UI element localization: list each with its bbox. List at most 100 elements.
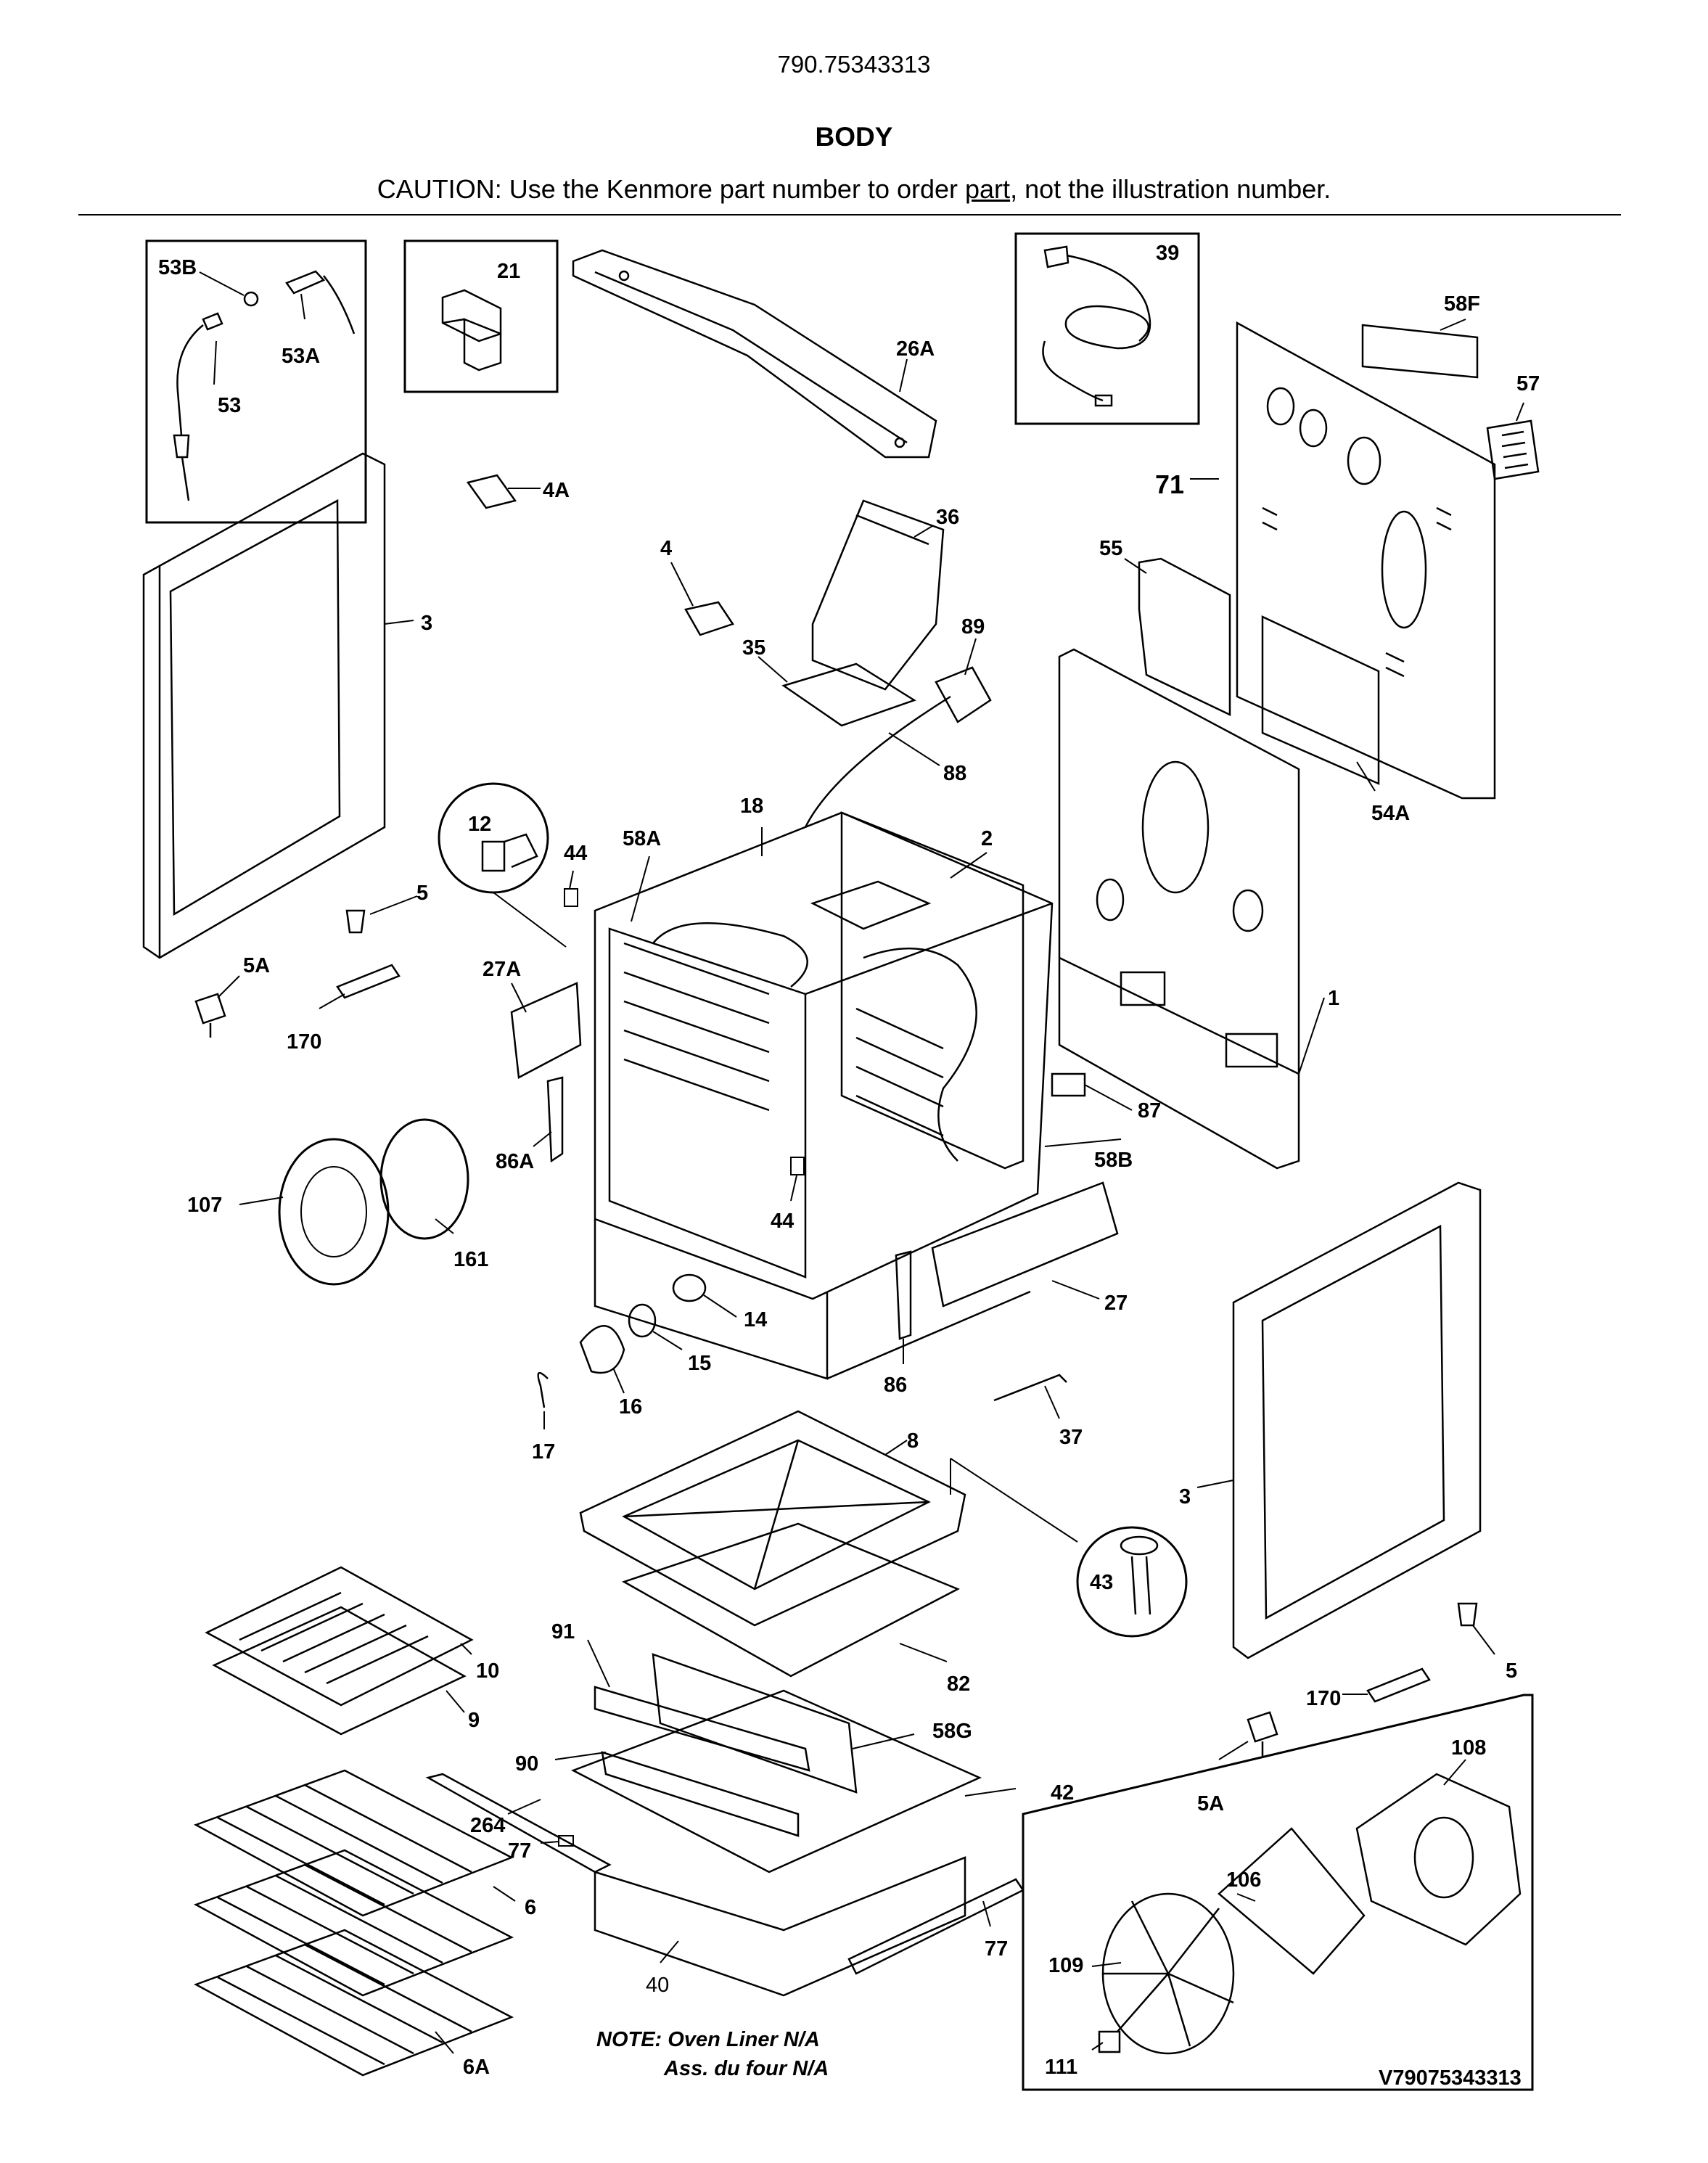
caution-suffix: , not the illustration number. [1010,174,1331,204]
label-44-top: 44 [564,842,587,865]
label-77-left: 77 [508,1839,531,1863]
sensor-12-drawing [481,833,538,872]
label-54A: 54A [1371,802,1410,825]
label-86A: 86A [496,1150,534,1173]
label-108: 108 [1451,1736,1486,1760]
label-15: 15 [688,1352,711,1375]
label-3-right: 3 [1179,1485,1191,1509]
bulb-15 [628,1303,657,1338]
bracket-89-drawing [935,666,992,723]
label-57: 57 [1516,372,1540,395]
door-frame-right-drawing [1232,1181,1482,1659]
label-9: 9 [468,1709,480,1732]
broiler-pan-drawing [205,1566,474,1736]
label-6A: 6A [463,2056,490,2079]
clip-44-top [564,888,578,907]
label-161: 161 [453,1248,488,1271]
label-53B: 53B [158,256,197,279]
label-8: 8 [907,1429,919,1453]
vent-cover-57-drawing [1486,419,1540,480]
callout-circle-12 [438,782,549,894]
plate-35-drawing [781,662,916,727]
label-14: 14 [744,1308,767,1331]
inset-box-switch [403,239,559,393]
bracket-86-drawing [895,1250,912,1340]
oven-racks-drawing [193,1769,514,2077]
lens-16 [579,1325,625,1374]
label-170-right: 170 [1306,1687,1341,1710]
fan-cover-107 [278,1138,390,1286]
bracket-4-drawing [684,601,734,636]
rail-77-right-drawing [847,1878,1025,1975]
label-6: 6 [525,1896,536,1919]
cover-82-drawing [621,1522,960,1678]
caution-prefix: CAUTION: Use the Kenmore part number to … [377,174,966,204]
wire-88-drawing [804,695,951,828]
caution-text: CAUTION: Use the Kenmore part number to … [0,174,1708,205]
diagram-code: V79075343313 [1379,2066,1522,2090]
label-106: 106 [1226,1868,1261,1892]
selector-switch-drawing [441,289,502,372]
block-87 [1051,1072,1086,1097]
probe-drawing [173,270,356,501]
label-18: 18 [740,795,763,818]
rail-91-drawing [594,1686,810,1772]
label-53A: 53A [282,345,320,368]
insulation-58G-drawing [652,1653,858,1794]
label-36: 36 [936,506,959,529]
label-87: 87 [1138,1099,1161,1122]
oven-body-drawing [594,811,1054,1380]
oven-bottom-8-drawing [579,1410,966,1627]
leveler-5-left [345,909,366,934]
label-5A-right: 5A [1197,1792,1224,1815]
label-27A: 27A [483,958,521,981]
back-panel-71-drawing [1236,321,1496,800]
leveler-5A-right [1247,1711,1278,1756]
model-number: 790.75343313 [777,51,931,78]
label-55: 55 [1099,537,1122,560]
drawer-40-drawing [594,1856,966,1997]
clip-17 [537,1371,549,1408]
label-264: 264 [470,1814,505,1837]
label-40: 40 [646,1974,669,1997]
label-82: 82 [947,1672,970,1696]
label-170-left: 170 [287,1030,321,1054]
label-109: 109 [1048,1954,1083,1977]
page-title: BODY [815,122,893,152]
label-26A: 26A [896,337,935,361]
label-111: 111 [1045,2056,1077,2079]
rail-90-drawing [601,1751,800,1837]
top-bracket-drawing [572,249,937,459]
label-21: 21 [497,260,520,283]
leveler-5-right [1457,1602,1478,1627]
ring-161 [379,1118,469,1240]
label-107: 107 [187,1194,222,1217]
label-42: 42 [1051,1781,1074,1805]
label-5A-left: 5A [243,954,270,977]
shield-54A-drawing [1261,615,1380,785]
rail-27-drawing [931,1181,1119,1308]
label-86: 86 [884,1374,907,1397]
caution-part-link[interactable]: part [965,174,1011,204]
part-labels: 53B 53A 53 21 26A 39 58F 57 71 4A 36 3 4… [158,242,1540,2079]
power-cord-drawing [1042,245,1151,407]
note-line-1: NOTE: Oven Liner N/A [596,2028,820,2051]
inset-box-power-cord [1014,232,1200,425]
label-5-right: 5 [1506,1659,1517,1683]
label-16: 16 [619,1395,642,1419]
label-27: 27 [1104,1292,1128,1315]
label-58B: 58B [1094,1149,1133,1172]
bracket-170-left [336,964,401,999]
bracket-170-right [1366,1667,1431,1703]
clip-44-mid [790,1157,805,1175]
duct-36-drawing [811,499,945,691]
label-43: 43 [1090,1571,1113,1594]
header-rule [78,214,1621,216]
door-frame-left-drawing [142,452,386,959]
label-53: 53 [218,394,241,417]
label-4: 4 [660,537,672,560]
label-10: 10 [476,1659,499,1683]
bracket-4A-drawing [466,474,517,509]
shield-55-drawing [1138,557,1231,716]
